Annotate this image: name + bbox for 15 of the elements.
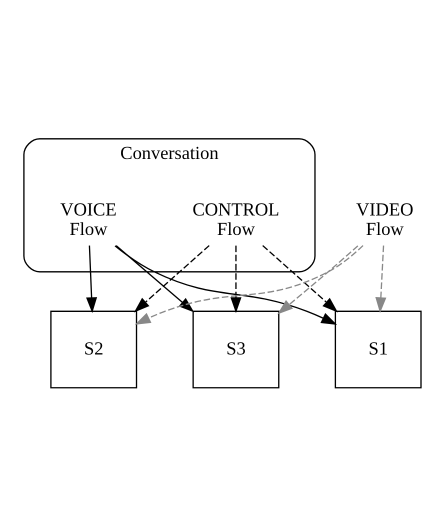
arrow [277, 244, 358, 314]
arrow [230, 245, 242, 313]
node-box: S2 [50, 310, 138, 388]
node-box: S3 [192, 310, 280, 388]
arrow [86, 245, 98, 313]
node-text: VIDEO Flow [356, 198, 414, 239]
arrow [114, 244, 338, 324]
arrow [116, 244, 194, 312]
node-text: CONTROL Flow [192, 198, 280, 239]
arrow [134, 244, 364, 324]
arrow [262, 244, 338, 312]
node-text: VOICE Flow [60, 198, 117, 239]
node-box: S1 [334, 310, 422, 388]
arrow [134, 244, 210, 312]
arrow [375, 245, 386, 313]
